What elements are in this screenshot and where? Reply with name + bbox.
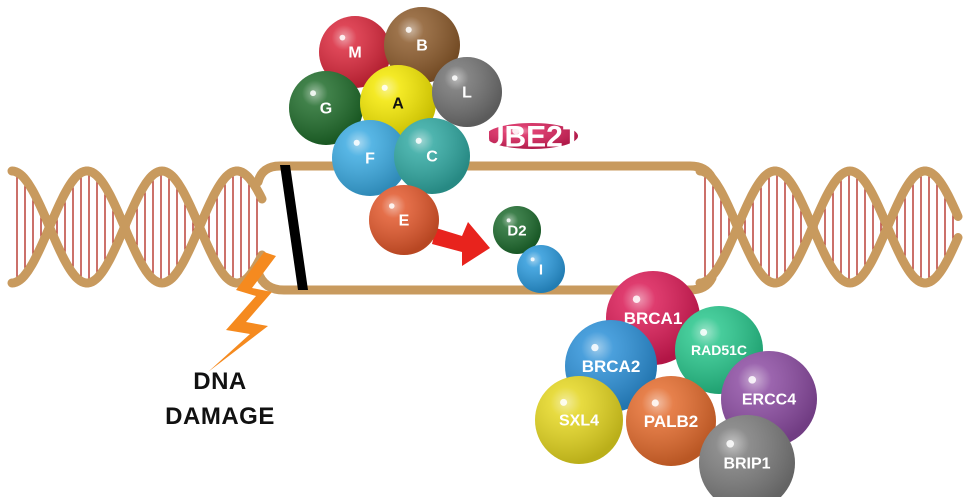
protein-b: B [384, 7, 460, 83]
protein-m: M [319, 16, 391, 88]
core-complex: M B G A L UBE2T F C E [289, 7, 581, 255]
dna-crosslink-lesion [280, 165, 308, 290]
sphere-glint [405, 26, 412, 33]
protein-label: E [399, 213, 410, 230]
protein-label: C [426, 149, 438, 166]
protein-g: G [289, 71, 363, 145]
protein-label: B [416, 38, 428, 55]
backbone-strand [7, 166, 267, 288]
protein-label: L [462, 85, 472, 102]
lightning-bolt-icon [208, 252, 276, 372]
protein-e: E [369, 185, 439, 255]
protein-label: A [392, 96, 404, 113]
sphere-glint [748, 375, 757, 384]
protein-label: UBE2T [483, 121, 581, 154]
sphere-highlight [517, 245, 565, 293]
sphere-glint [506, 218, 511, 223]
sphere-highlight [289, 71, 363, 145]
protein-label: BRIP1 [723, 456, 770, 473]
sphere-glint [560, 398, 568, 406]
bottom-strand [253, 267, 717, 295]
protein-ube2t: UBE2T [483, 121, 581, 154]
backbone-strand [7, 166, 267, 288]
protein-label: D2 [507, 222, 526, 239]
sphere-glint [632, 295, 641, 303]
sphere-highlight [384, 7, 460, 83]
sphere-highlight [394, 118, 470, 194]
sphere-glint [415, 137, 422, 144]
sphere-highlight [432, 57, 502, 127]
sphere-glint [451, 75, 458, 81]
sphere-highlight [332, 120, 408, 196]
sphere-glint [530, 257, 535, 262]
sphere-glint [388, 203, 395, 209]
sphere-glint [651, 399, 659, 407]
backbone-strand [695, 166, 963, 288]
sphere-glint [381, 84, 388, 91]
protein-label: M [348, 45, 361, 62]
protein-c: C [394, 118, 470, 194]
sphere-glint [310, 90, 317, 97]
protein-brip1: BRIP1 [699, 415, 795, 497]
sphere-highlight [535, 376, 623, 464]
damage-label-line1: DNA [193, 368, 247, 395]
protein-label: G [320, 101, 332, 118]
dna-double-helix [7, 161, 963, 295]
protein-label: SXL4 [559, 413, 599, 430]
protein-label: PALB2 [644, 412, 698, 431]
protein-label: BRCA2 [582, 357, 641, 376]
protein-brca2: BRCA2 [565, 320, 657, 412]
sphere-highlight [699, 415, 795, 497]
sphere-glint [726, 439, 735, 448]
protein-d2: D2 [493, 206, 541, 254]
protein-sxl4: SXL4 [535, 376, 623, 464]
protein-i: I [517, 245, 565, 293]
backbone-strand [695, 166, 963, 288]
protein-label: F [365, 151, 375, 168]
sphere-highlight [319, 16, 391, 88]
protein-label: RAD51C [691, 342, 747, 358]
protein-label: BRCA1 [624, 309, 683, 328]
dna-backbone-strands [7, 166, 963, 288]
dna-replication-bubble [253, 161, 717, 295]
top-strand [253, 161, 717, 187]
protein-l: L [432, 57, 502, 127]
sphere-glint [512, 127, 520, 135]
protein-palb2: PALB2 [626, 376, 716, 466]
sphere-glint [353, 139, 360, 146]
red-arrow-icon [432, 222, 490, 266]
protein-label: ERCC4 [742, 392, 796, 409]
sphere-highlight [369, 185, 439, 255]
id2-complex: D2I [493, 206, 565, 293]
sphere-highlight [626, 376, 716, 466]
protein-f: F [332, 120, 408, 196]
sphere-highlight [493, 206, 541, 254]
sphere-highlight [486, 123, 578, 149]
sphere-glint [591, 343, 599, 352]
sphere-glint [339, 34, 346, 41]
sphere-glint [700, 328, 708, 336]
damage-label-line2: DAMAGE [165, 403, 275, 430]
protein-label: I [539, 261, 543, 278]
